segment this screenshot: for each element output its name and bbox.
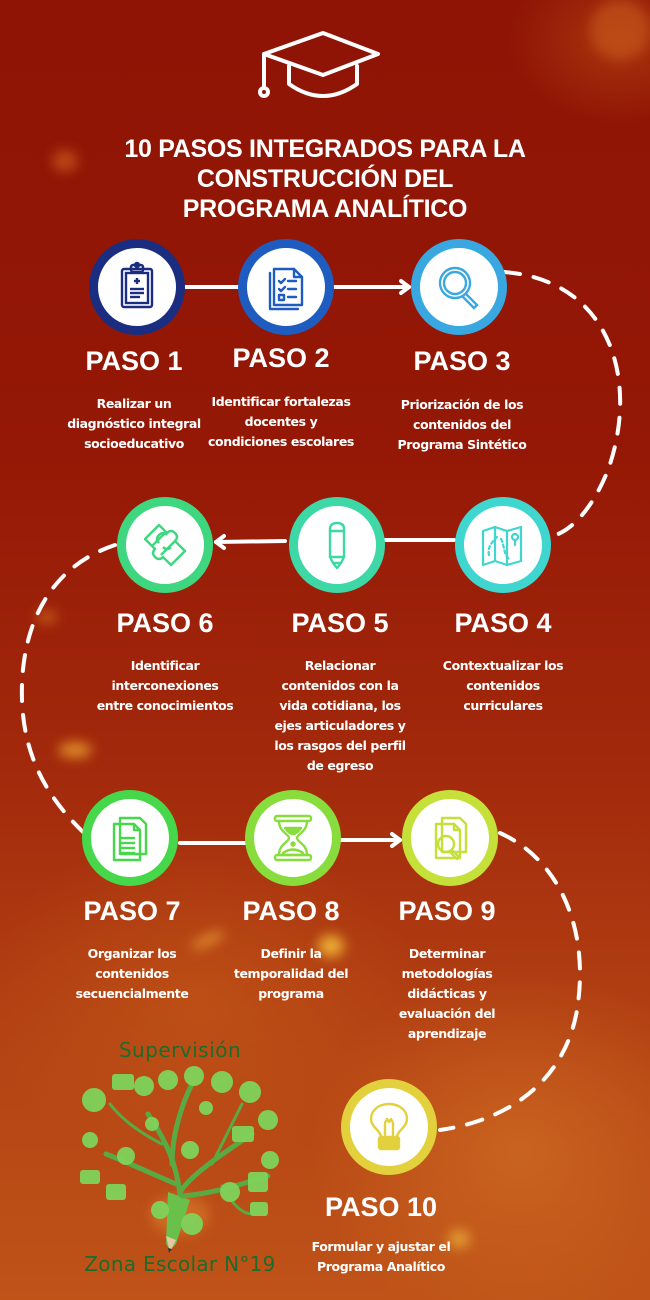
step-9-icon-circle — [402, 790, 498, 886]
step-2-label: PASO 2 — [232, 343, 330, 373]
step-9-label: PASO 9 — [398, 896, 496, 926]
documents-icon — [112, 816, 148, 862]
step-2-icon-circle — [238, 239, 334, 335]
step-1-label: PASO 1 — [85, 346, 183, 376]
step-8-icon-circle — [245, 790, 341, 886]
connector-3-4 — [502, 270, 623, 538]
step-3-icon-circle — [411, 239, 507, 335]
arrowhead-icon — [399, 279, 411, 295]
magnifying-glass-icon — [438, 266, 479, 310]
connector-5-6 — [214, 539, 287, 544]
hourglass-icon — [273, 814, 313, 862]
graduation-cap-icon — [258, 31, 380, 98]
step-6-label: PASO 6 — [116, 608, 214, 638]
pencil-icon — [328, 521, 346, 570]
puzzle-icon — [143, 523, 187, 567]
step-7-icon-circle — [82, 790, 178, 886]
page-title: 10 PASOS INTEGRADOS PARA LA CONSTRUCCIÓN… — [0, 134, 650, 224]
logo-title: Supervisión — [118, 1038, 242, 1062]
arrowhead-icon — [390, 832, 402, 848]
map-icon — [481, 525, 523, 567]
arrowhead-icon — [214, 534, 226, 550]
lightbulb-icon — [369, 1102, 409, 1151]
step-4-icon-circle — [455, 497, 551, 593]
step-3-label: PASO 3 — [413, 346, 511, 376]
supervision-logo: Supervisión — [62, 1038, 298, 1284]
clipboard-icon — [120, 261, 154, 309]
title-line-1: 10 PASOS INTEGRADOS PARA LA — [124, 135, 526, 163]
title-line-3: PROGRAMA ANALÍTICO — [182, 195, 468, 223]
step-4-label: PASO 4 — [454, 608, 552, 638]
document-search-icon — [434, 816, 468, 861]
step-10-label: PASO 10 — [324, 1192, 438, 1222]
title-line-2: CONSTRUCCIÓN DEL — [196, 165, 454, 193]
step-7-label: PASO 7 — [83, 896, 181, 926]
logo-subtitle: Zona Escolar N°19 — [84, 1252, 276, 1276]
pencil-tree-icon — [80, 1066, 279, 1253]
step-1-icon-circle — [89, 239, 185, 335]
step-5-label: PASO 5 — [291, 608, 389, 638]
step-6-icon-circle — [117, 497, 213, 593]
step-10-icon-circle — [341, 1079, 437, 1175]
connector-9-10 — [438, 831, 582, 1132]
step-5-icon-circle — [289, 497, 385, 593]
connector-6-7 — [19, 543, 117, 834]
step-8-label: PASO 8 — [242, 896, 340, 926]
checklist-document-icon — [268, 267, 304, 311]
